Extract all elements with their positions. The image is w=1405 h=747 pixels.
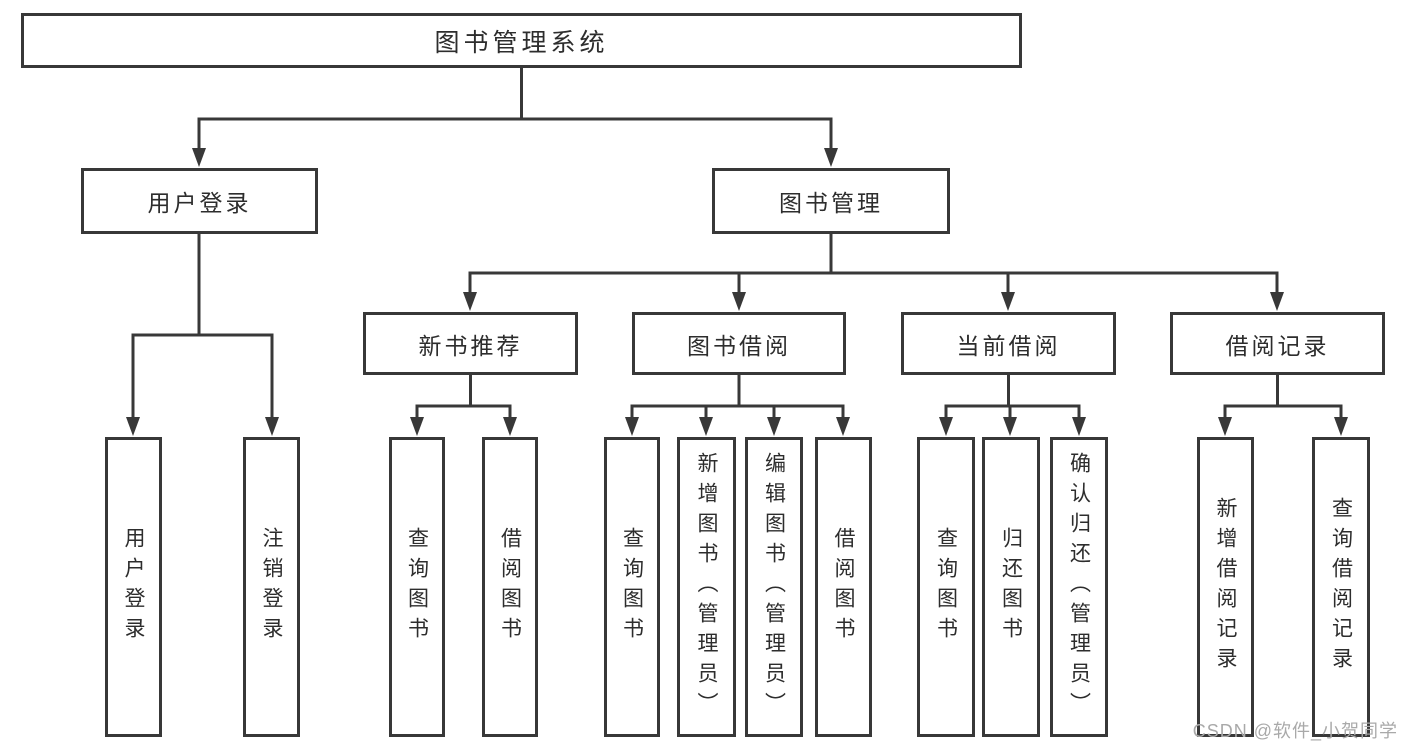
node-book-borrowing: 图书借阅 — [632, 312, 846, 375]
leaf-nbr-search-book: 查询图书 — [389, 437, 445, 737]
leaf-cb-search-book-label: 查询图书 — [934, 527, 958, 647]
node-borrowing-records: 借阅记录 — [1170, 312, 1385, 375]
leaf-cb-search-book: 查询图书 — [917, 437, 975, 737]
leaf-nbr-search-book-label: 查询图书 — [405, 527, 429, 647]
node-new-book-recommend-label: 新书推荐 — [418, 332, 523, 359]
leaf-bb-search-book: 查询图书 — [604, 437, 660, 737]
arrowheads — [126, 148, 1348, 436]
leaf-user-login: 用户登录 — [105, 437, 162, 737]
node-borrowing-records-label: 借阅记录 — [1225, 332, 1330, 359]
node-root: 图书管理系统 — [21, 13, 1022, 68]
node-book-management-label: 图书管理 — [779, 190, 883, 216]
node-root-label: 图书管理系统 — [434, 28, 609, 57]
leaf-bb-edit-book-admin-label: 编辑图书（管理员） — [762, 452, 786, 722]
leaf-bb-search-book-label: 查询图书 — [620, 527, 644, 647]
leaf-bb-add-book-admin-label: 新增图书（管理员） — [695, 452, 718, 722]
node-current-borrowing-label: 当前借阅 — [956, 332, 1061, 359]
connector-paths — [131, 68, 1343, 419]
leaf-cb-return-book: 归还图书 — [982, 437, 1040, 737]
leaf-br-search-record: 查询借阅记录 — [1312, 437, 1370, 737]
node-book-management: 图书管理 — [712, 168, 950, 234]
leaf-bb-borrow-book: 借阅图书 — [815, 437, 872, 737]
node-user-login-label: 用户登录 — [147, 190, 252, 216]
node-current-borrowing: 当前借阅 — [901, 312, 1116, 375]
leaf-br-add-record-label: 新增借阅记录 — [1214, 497, 1237, 677]
node-book-borrowing-label: 图书借阅 — [687, 332, 791, 359]
watermark: CSDN @软件_小贺同学 — [1192, 721, 1398, 741]
leaf-user-login-label: 用户登录 — [122, 527, 145, 647]
leaf-br-add-record: 新增借阅记录 — [1197, 437, 1254, 737]
leaf-nbr-borrow-book: 借阅图书 — [482, 437, 538, 737]
leaf-cb-return-book-label: 归还图书 — [999, 527, 1023, 647]
leaf-bb-add-book-admin: 新增图书（管理员） — [677, 437, 736, 737]
leaf-bb-edit-book-admin: 编辑图书（管理员） — [745, 437, 803, 737]
node-user-login: 用户登录 — [81, 168, 318, 234]
leaf-nbr-borrow-book-label: 借阅图书 — [498, 527, 522, 647]
node-new-book-recommend: 新书推荐 — [363, 312, 578, 375]
leaf-logout: 注销登录 — [243, 437, 300, 737]
leaf-cb-confirm-return-admin-label: 确认归还（管理员） — [1067, 452, 1091, 722]
leaf-logout-label: 注销登录 — [260, 527, 283, 647]
leaf-cb-confirm-return-admin: 确认归还（管理员） — [1050, 437, 1108, 737]
leaf-br-search-record-label: 查询借阅记录 — [1329, 497, 1353, 677]
leaf-bb-borrow-book-label: 借阅图书 — [832, 527, 855, 647]
